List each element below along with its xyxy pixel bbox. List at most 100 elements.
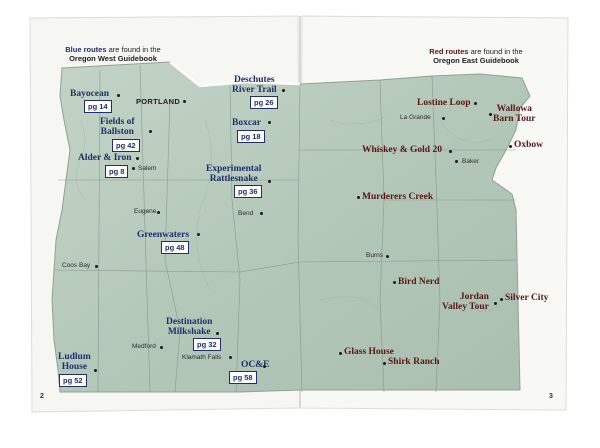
route-jordan-dot: [494, 302, 497, 305]
route-fields-name-1: Fields of: [100, 117, 135, 127]
route-shirk-ranch[interactable]: Shirk Ranch: [388, 357, 439, 367]
route-silver-city[interactable]: Silver City: [505, 293, 548, 303]
route-deschutes-dot: [282, 89, 285, 92]
route-lostine-loop[interactable]: Lostine Loop: [417, 98, 471, 108]
page-number-right: 3: [549, 393, 553, 400]
route-shirk-dot: [383, 362, 386, 365]
route-jordan-valley-tour[interactable]: Jordan Valley Tour: [442, 292, 489, 312]
route-deschutes-page[interactable]: pg 26: [250, 96, 278, 109]
city-medford: Medford: [132, 343, 156, 350]
route-fields-page[interactable]: pg 42: [112, 139, 140, 152]
west-note-rest: are found in the: [106, 45, 161, 54]
west-note-book: Oregon West Guidebook: [69, 54, 157, 63]
route-milkshake-name-1: Destination: [166, 317, 213, 327]
route-jordan-name-1: Jordan: [459, 292, 489, 302]
route-deschutes-river-trail[interactable]: Deschutes River Trail: [232, 75, 277, 95]
route-ludlum-name-1: Ludlum: [58, 352, 91, 362]
route-oc-and-e[interactable]: OC&E: [241, 360, 270, 370]
route-glass-house[interactable]: Glass House: [344, 347, 394, 357]
route-bayocean-name: Bayocean: [70, 89, 110, 99]
route-whiskey-dot: [449, 150, 452, 153]
route-whiskey-gold-20[interactable]: Whiskey & Gold 20: [362, 145, 442, 155]
route-alder-iron[interactable]: Alder & Iron: [78, 153, 131, 163]
route-milkshake-dot: [216, 332, 219, 335]
route-oxbow-name: Oxbow: [514, 140, 544, 150]
route-glasshouse-name: Glass House: [344, 347, 394, 357]
city-dot-la-grande: [442, 117, 445, 120]
west-note-colored: Blue routes: [65, 45, 107, 54]
route-ludlum-house[interactable]: Ludlum House: [58, 352, 91, 372]
city-dot-bend: [260, 212, 263, 215]
city-eugene: Eugene: [134, 208, 157, 215]
route-birdnerd-name: Bird Nerd: [398, 277, 440, 287]
city-dot-coos-bay: [95, 265, 98, 268]
route-alder-name: Alder & Iron: [78, 153, 132, 163]
city-dot-burns: [386, 255, 389, 258]
route-murderers-creek[interactable]: Murderers Creek: [362, 192, 433, 202]
route-deschutes-name-1: Deschutes: [233, 75, 275, 85]
city-dot-eugene: [157, 211, 160, 214]
route-ludlum-dot: [94, 369, 97, 372]
route-bayocean[interactable]: Bayocean: [70, 89, 109, 99]
city-bend: Bend: [238, 210, 254, 217]
route-experimental-rattlesnake[interactable]: Experimental Rattlesnake: [206, 164, 261, 184]
route-destination-milkshake[interactable]: Destination Milkshake: [166, 317, 212, 337]
route-wallowa-name-2: Barn Tour: [493, 114, 536, 124]
route-greenwaters[interactable]: Greenwaters: [137, 230, 189, 240]
east-note-rest: are found in the: [468, 47, 523, 56]
east-guidebook-note: Red routes are found in the Oregon East …: [418, 47, 534, 65]
route-greenwaters-page[interactable]: pg 48: [161, 241, 189, 254]
route-bird-nerd[interactable]: Bird Nerd: [398, 277, 439, 287]
route-experimental-page[interactable]: pg 36: [234, 185, 262, 198]
route-deschutes-name-2: River Trail: [232, 85, 277, 95]
route-silvercity-dot: [500, 298, 503, 301]
route-shirk-name: Shirk Ranch: [388, 357, 440, 367]
page-number-left: 2: [40, 393, 44, 400]
route-bayocean-page[interactable]: pg 14: [84, 100, 112, 113]
route-lostine-dot: [474, 102, 477, 105]
route-jordan-name-2: Valley Tour: [442, 302, 489, 312]
route-ludlum-name-2: House: [61, 362, 88, 372]
route-oxbow-dot: [509, 145, 512, 148]
route-ludlum-page[interactable]: pg 52: [59, 374, 87, 387]
route-alder-dot: [136, 157, 139, 160]
route-lostine-name: Lostine Loop: [417, 98, 471, 108]
city-baker: Baker: [462, 158, 479, 165]
route-boxcar[interactable]: Boxcar: [232, 118, 261, 128]
city-dot-portland: [183, 100, 186, 103]
route-greenwaters-name: Greenwaters: [137, 230, 190, 240]
route-boxcar-dot: [268, 121, 271, 124]
route-boxcar-name: Boxcar: [232, 118, 262, 128]
route-milkshake-page[interactable]: pg 32: [193, 338, 221, 351]
route-wallowa-name-1: Wallowa: [496, 104, 532, 114]
route-fields-name-2: Ballston: [100, 127, 134, 137]
route-fields-of-ballston[interactable]: Fields of Ballston: [100, 117, 135, 137]
terrain-texture: [75, 114, 501, 312]
city-dot-baker: [455, 160, 458, 163]
route-ocande-name: OC&E: [241, 360, 270, 370]
route-glasshouse-dot: [339, 352, 342, 355]
route-whiskey-name: Whiskey & Gold 20: [362, 145, 442, 155]
route-silvercity-name: Silver City: [505, 293, 549, 303]
city-dot-medford: [160, 346, 163, 349]
route-oxbow[interactable]: Oxbow: [514, 140, 543, 150]
city-portland: PORTLAND: [136, 97, 181, 106]
route-alder-page[interactable]: pg 8: [105, 165, 129, 178]
route-experimental-name-1: Experimental: [206, 164, 262, 174]
city-burns: Burns: [366, 252, 383, 259]
east-note-colored: Red routes: [429, 47, 469, 56]
route-bayocean-dot: [117, 94, 120, 97]
east-note-book: Oregon East Guidebook: [433, 56, 519, 65]
route-birdnerd-dot: [393, 281, 396, 284]
route-murderers-dot: [357, 196, 360, 199]
route-milkshake-name-2: Milkshake: [167, 327, 211, 337]
city-la-grande: La Grande: [400, 114, 431, 121]
county-boundaries: [53, 65, 517, 393]
west-guidebook-note: Blue routes are found in the Oregon West…: [58, 45, 168, 63]
route-wallowa-barn-tour[interactable]: Wallowa Barn Tour: [493, 104, 536, 124]
route-wallowa-dot: [489, 113, 492, 116]
route-ocande-page[interactable]: pg 58: [229, 371, 257, 384]
route-boxcar-page[interactable]: pg 18: [237, 130, 265, 143]
